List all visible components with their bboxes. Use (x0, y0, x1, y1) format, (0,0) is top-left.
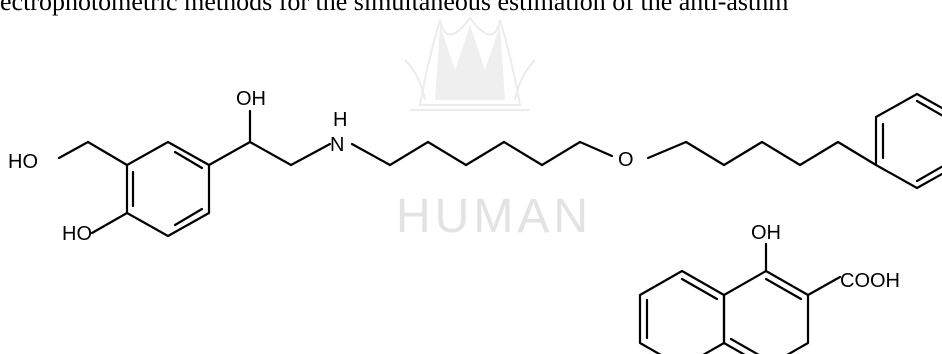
salmeterol-structure: OH H N HO HO O (8, 88, 942, 245)
label-xinafoate-oh: OH (751, 222, 781, 244)
caption-text: ectrophotometric methods for the simulta… (0, 0, 789, 16)
label-ether-o: O (618, 149, 634, 171)
label-oh-top: OH (236, 88, 266, 110)
label-cooh: COOH (840, 270, 900, 292)
label-ho-bottom: HO (62, 223, 92, 245)
label-ho-left: HO (8, 151, 38, 173)
watermark-logo (404, 16, 536, 111)
xinafoate-structure: OH COOH (638, 222, 900, 354)
watermark-text: HUMAN (396, 190, 592, 243)
label-nh-n: N (330, 134, 344, 156)
label-nh-h: H (333, 109, 347, 131)
